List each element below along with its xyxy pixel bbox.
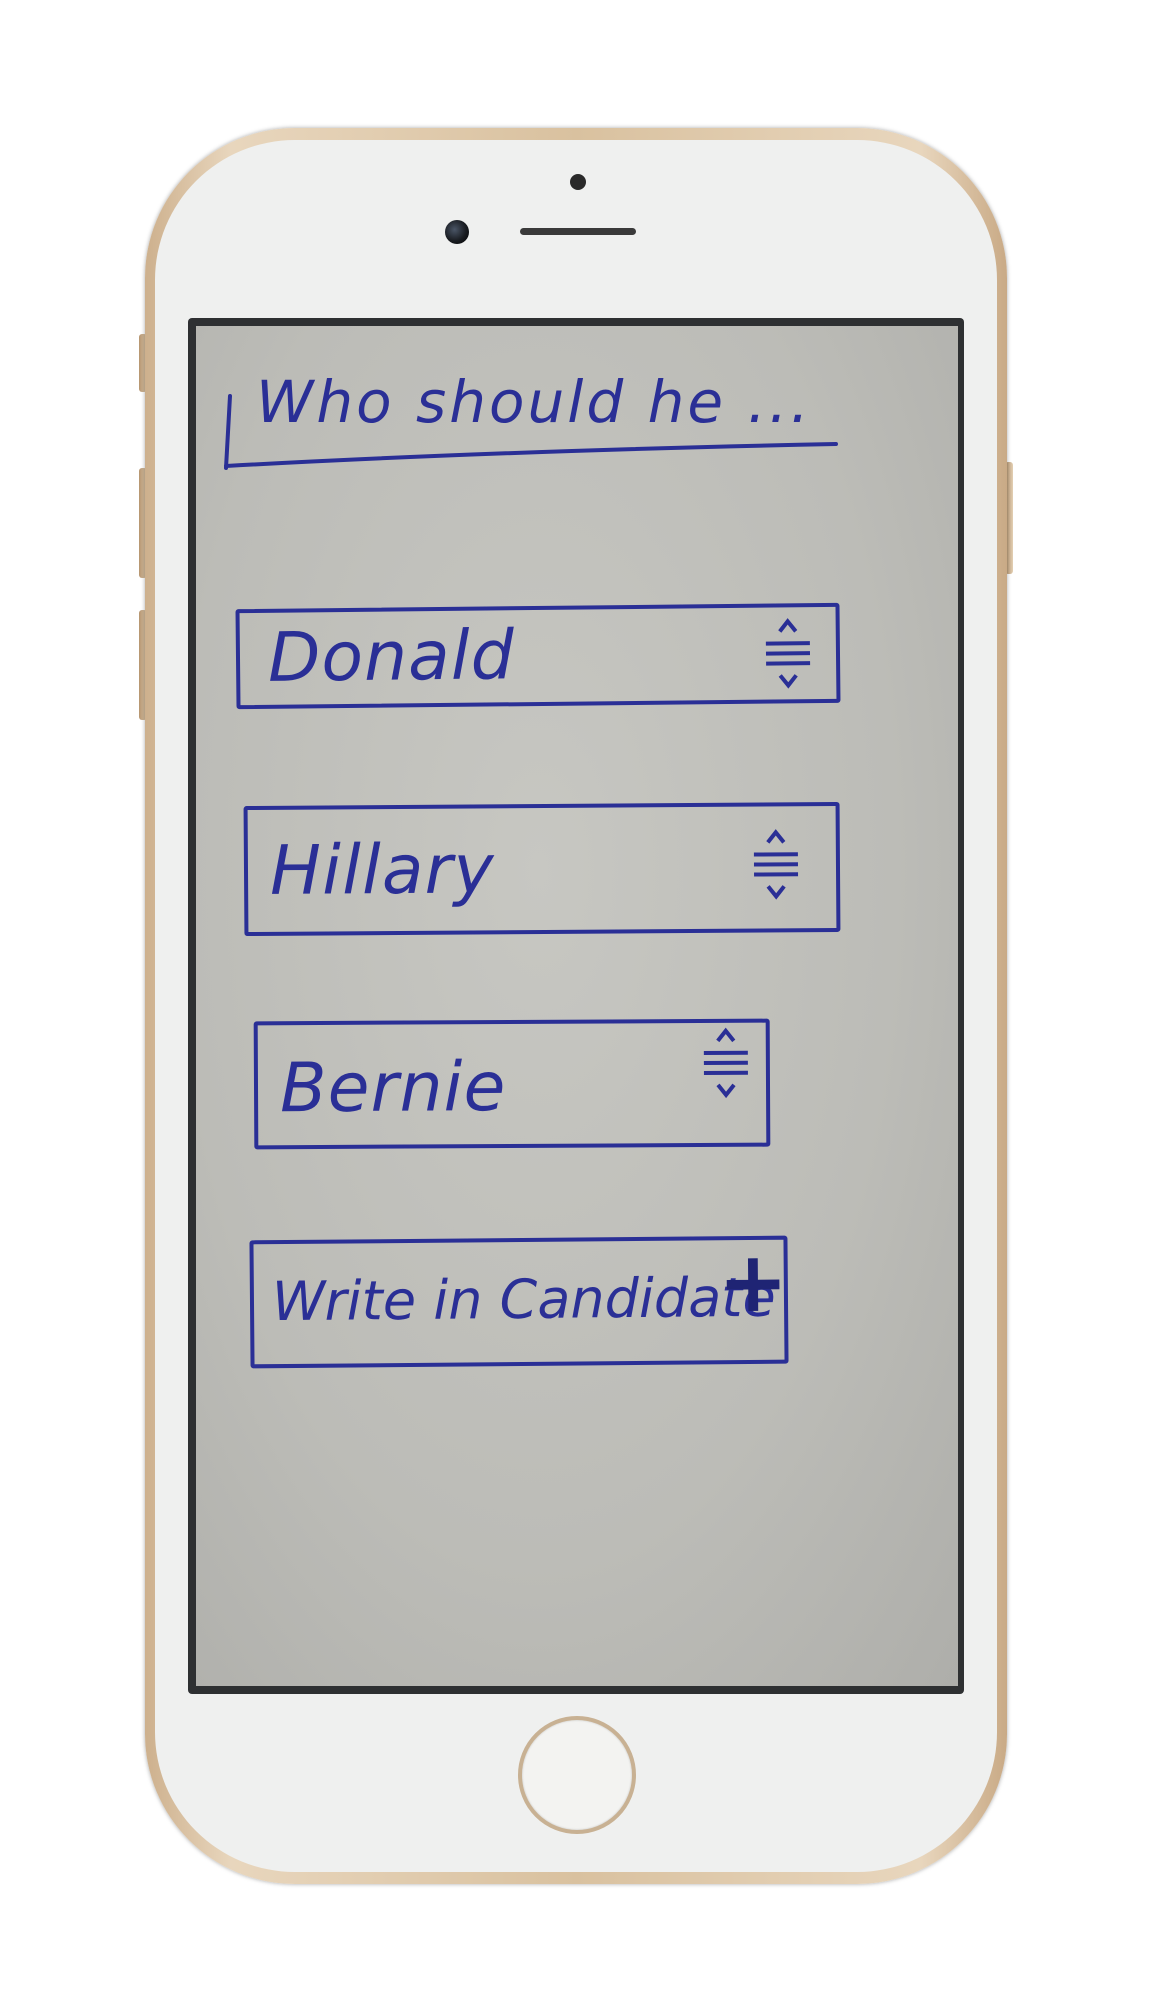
up-down-stepper-icon[interactable] (698, 1027, 754, 1103)
page-title: Who should he ... (256, 368, 812, 436)
plus-icon[interactable]: + (717, 1232, 789, 1332)
mute-switch (139, 334, 147, 392)
proximity-sensor (570, 174, 586, 190)
up-down-stepper-icon[interactable] (760, 617, 817, 694)
candidate-label: Hillary (269, 830, 495, 911)
volume-up-button (139, 468, 147, 578)
candidate-field-bernie[interactable]: Bernie (253, 1018, 771, 1150)
title-underline (224, 394, 838, 470)
write-in-candidate-field[interactable]: Write in Candidate + (249, 1232, 789, 1369)
candidate-label: Bernie (279, 1048, 507, 1129)
front-camera-icon (445, 220, 469, 244)
power-button (1005, 462, 1013, 574)
up-down-stepper-icon[interactable] (748, 828, 805, 904)
write-in-label: Write in Candidate (271, 1265, 776, 1334)
home-button[interactable] (518, 1716, 636, 1834)
candidate-field-donald[interactable]: Donald (235, 602, 841, 710)
candidate-field-hillary[interactable]: Hillary (243, 801, 841, 937)
candidate-label: Donald (267, 616, 516, 698)
earpiece-speaker (520, 228, 636, 235)
volume-down-button (139, 610, 147, 720)
paper-sketch: Who should he ... Donald Hillary (196, 326, 958, 1686)
